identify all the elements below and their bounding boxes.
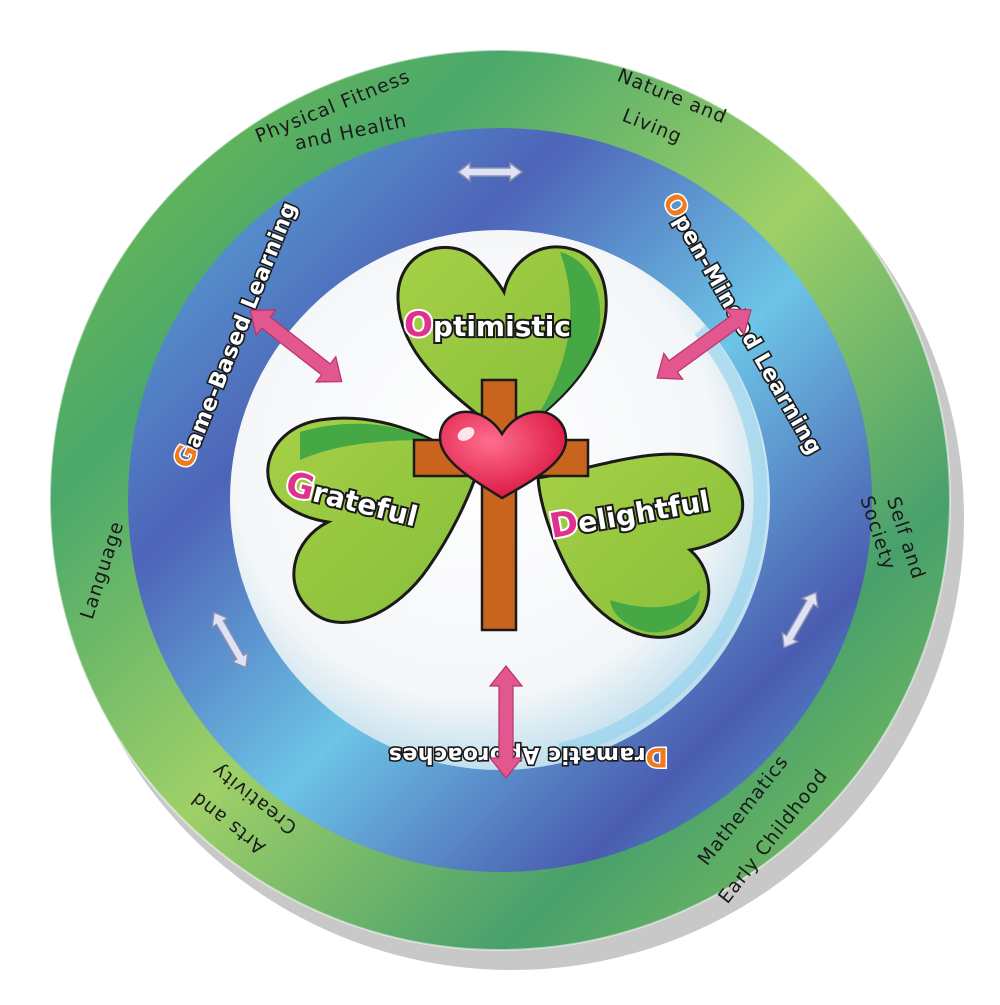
disc-highlight	[558, 325, 768, 757]
grey-arrow-top	[456, 161, 524, 183]
svg-text:Optimistic: Optimistic	[404, 305, 571, 345]
grey-arrow-left	[211, 611, 249, 669]
svg-text:Dramatic Approaches: Dramatic Approaches	[388, 741, 668, 772]
value-optimistic: Optimistic	[402, 303, 573, 347]
pink-arrows	[249, 308, 752, 779]
pink-arrow-dramatic	[488, 665, 524, 779]
grey-arrows	[211, 161, 819, 669]
middle-label-dramatic: Dramatic Approaches	[387, 740, 670, 774]
heart	[438, 410, 568, 500]
leaf-right	[536, 452, 744, 639]
pink-arrow-open	[656, 308, 752, 380]
pink-arrow-game	[249, 309, 343, 383]
clover	[266, 245, 744, 639]
grey-arrow-right	[781, 591, 819, 649]
